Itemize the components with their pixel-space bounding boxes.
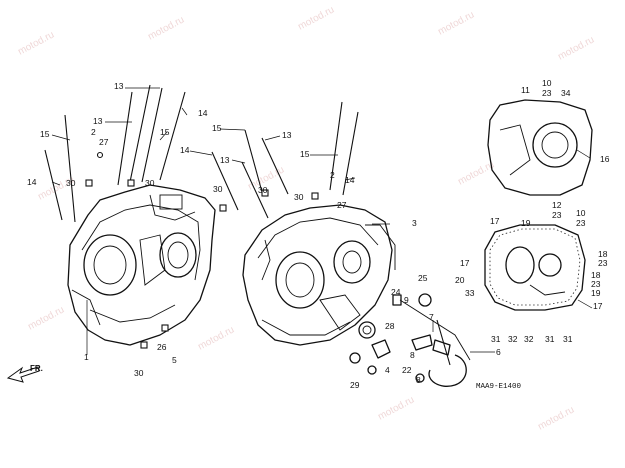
callout-15: 15 <box>40 129 50 139</box>
callout-23: 23 <box>598 258 608 268</box>
callout-23: 23 <box>542 88 552 98</box>
watermark: motod.ru <box>436 9 476 37</box>
upper-right-cover <box>487 99 593 196</box>
callout-15: 15 <box>300 149 310 159</box>
callout-30: 30 <box>213 184 223 194</box>
left-crankcase <box>67 184 216 346</box>
callout-30: 30 <box>258 185 268 195</box>
watermark: motod.ru <box>456 159 496 187</box>
callout-18: 18 <box>598 249 608 259</box>
watermark: motod.ru <box>16 29 56 57</box>
callout-23: 23 <box>552 210 562 220</box>
callout-27: 27 <box>99 137 109 147</box>
callout-34: 34 <box>561 88 571 98</box>
callout-19: 19 <box>591 288 601 298</box>
callout-31: 31 <box>491 334 501 344</box>
callout-23: 23 <box>576 218 586 228</box>
callout-13: 13 <box>114 81 124 91</box>
callout-9: 9 <box>404 295 409 305</box>
callout-22: 22 <box>402 365 412 375</box>
callout-14: 14 <box>27 177 37 187</box>
callout-33: 33 <box>465 288 475 298</box>
callout-30: 30 <box>66 178 76 188</box>
callout-14: 14 <box>345 175 355 185</box>
watermark-layer: motod.ru motod.ru motod.ru motod.ru moto… <box>16 4 596 432</box>
callout-24: 24 <box>391 287 401 297</box>
callout-15: 15 <box>160 127 170 137</box>
callout-29: 29 <box>350 380 360 390</box>
callout-17: 17 <box>460 258 470 268</box>
callout-27: 27 <box>337 200 347 210</box>
callout-13: 13 <box>282 130 292 140</box>
callout-12: 12 <box>552 200 562 210</box>
front-direction-indicator: FR. <box>6 364 43 383</box>
callout-17: 17 <box>490 216 500 226</box>
leader-lines <box>51 87 593 355</box>
callout-30: 30 <box>294 192 304 202</box>
callout-20: 20 <box>455 275 465 285</box>
callout-32: 32 <box>524 334 534 344</box>
callout-30: 30 <box>134 368 144 378</box>
watermark: motod.ru <box>26 304 66 332</box>
diagram-ref-code: MAA9-E1400 <box>476 383 522 391</box>
callout-14: 14 <box>198 108 208 118</box>
front-arrow-icon <box>6 366 40 383</box>
callout-1: 1 <box>84 352 89 362</box>
small-parts <box>349 293 471 387</box>
callout-4: 4 <box>385 365 390 375</box>
callout-labels: 13 13 15 2 27 15 14 14 30 30 15 13 14 13… <box>27 78 610 390</box>
right-crankcase <box>242 204 396 346</box>
callout-2: 2 <box>330 170 335 180</box>
callout-3: 3 <box>412 218 417 228</box>
callout-18: 18 <box>591 270 601 280</box>
callout-6: 6 <box>496 347 501 357</box>
callout-13: 13 <box>220 155 230 165</box>
callout-30: 30 <box>145 178 155 188</box>
callout-8: 8 <box>410 350 415 360</box>
direction-label: FR. <box>30 364 43 373</box>
callout-2: 2 <box>91 127 96 137</box>
watermark: motod.ru <box>196 324 236 352</box>
watermark: motod.ru <box>296 4 336 32</box>
callout-10: 10 <box>576 208 586 218</box>
callout-14: 14 <box>180 145 190 155</box>
watermark: motod.ru <box>556 34 596 62</box>
callout-25: 25 <box>418 273 428 283</box>
callout-19: 19 <box>521 218 531 228</box>
callout-16: 16 <box>600 154 610 164</box>
callout-26: 26 <box>157 342 167 352</box>
callout-15: 15 <box>212 123 222 133</box>
callout-5: 5 <box>172 355 177 365</box>
callout-31: 31 <box>563 334 573 344</box>
callout-23: 23 <box>591 279 601 289</box>
callout-31: 31 <box>545 334 555 344</box>
callout-8: 8 <box>416 375 421 385</box>
callout-28: 28 <box>385 321 395 331</box>
callout-7: 7 <box>429 312 434 322</box>
watermark: motod.ru <box>376 394 416 422</box>
watermark: motod.ru <box>146 14 186 42</box>
callout-13: 13 <box>93 116 103 126</box>
callout-10: 10 <box>542 78 552 88</box>
lower-right-cover <box>484 224 586 311</box>
callout-11: 11 <box>521 85 530 95</box>
callout-17: 17 <box>593 301 603 311</box>
studs <box>44 84 359 349</box>
callout-32: 32 <box>508 334 518 344</box>
watermark: motod.ru <box>536 404 576 432</box>
